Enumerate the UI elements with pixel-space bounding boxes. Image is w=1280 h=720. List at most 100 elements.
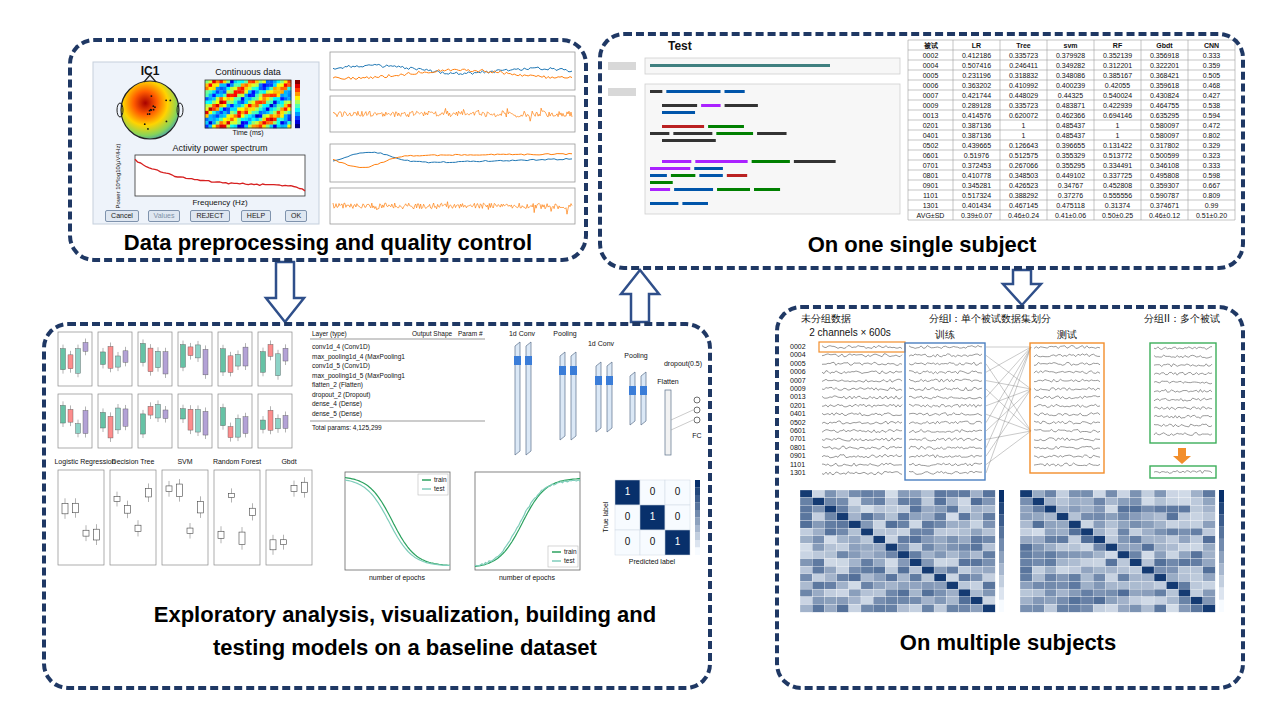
table-cell: 0.46±0.12: [1149, 212, 1180, 220]
signal-trace: [822, 362, 902, 365]
heatmap-cell: [922, 604, 934, 612]
heatmap-cell: [270, 114, 274, 118]
heatmap-cell: [237, 101, 241, 105]
table-rule: [1000, 40, 1001, 220]
matrix-value: 1: [625, 486, 631, 498]
confusion-cell: [615, 505, 640, 530]
heatmap-cell: [227, 118, 231, 122]
heatmap-cell: [252, 87, 256, 91]
heatmap-cell: [241, 90, 245, 94]
heatmap-cell: [230, 114, 234, 118]
heatmap-cell: [255, 121, 259, 125]
code-line: [650, 90, 662, 93]
code-line: [673, 132, 712, 135]
heatmap-cell: [252, 83, 256, 87]
heatmap-cell: [234, 80, 238, 84]
heatmap-cell: [248, 118, 252, 122]
code-line: [757, 132, 786, 135]
heatmap-cell: [248, 111, 252, 115]
heatmap-cell: [205, 83, 209, 87]
signal-trace: [1154, 347, 1212, 350]
heatmap-cell: [800, 582, 812, 590]
table-cell: 0.50±0.25: [1102, 212, 1133, 220]
heatmap-cell: [1044, 505, 1056, 513]
heatmap-cell: [946, 490, 958, 498]
table-rule: [1235, 40, 1236, 220]
heatmap-cell: [277, 104, 281, 108]
box: [156, 404, 161, 418]
heatmap-cell: [824, 528, 836, 536]
heatmap-cell: [946, 505, 958, 513]
heatmap-cell: [922, 513, 934, 521]
heatmap-cell: [280, 118, 284, 122]
signal-trace: [822, 413, 902, 416]
heatmap-cell: [971, 536, 983, 544]
table-cell: 0.517324: [962, 192, 991, 200]
fc-neuron: [694, 417, 700, 423]
heatmap-cell: [958, 551, 970, 559]
heatmap-cell: [837, 505, 849, 513]
code-line: [708, 125, 744, 128]
heatmap-cell: [812, 597, 824, 605]
heatmap-cell: [922, 536, 934, 544]
heatmap-cell: [983, 597, 995, 605]
heatmap-cell: [910, 589, 922, 597]
table-cell: 0.401434: [962, 202, 991, 210]
fan-line: [986, 347, 1031, 448]
heatmap-cell: [1081, 513, 1093, 521]
heatmap-cell: [983, 521, 995, 529]
heatmap-cell: [1203, 559, 1215, 567]
heatmap-cell: [861, 498, 873, 506]
heatmap-cell: [1203, 551, 1215, 559]
heatmap-cell: [252, 104, 256, 108]
heatmap-cell: [1044, 589, 1056, 597]
legend-sample: [552, 551, 561, 553]
electrode-dot: [147, 113, 149, 115]
code-line: [752, 160, 790, 163]
heatmap-cell: [910, 582, 922, 590]
table-cell: 0.400239: [1056, 82, 1085, 90]
heatmap-cell: [244, 90, 248, 94]
heatmap-cell: [248, 87, 252, 91]
box: [108, 416, 113, 438]
heatmap-cell: [219, 80, 223, 84]
heatmap-cell: [280, 80, 284, 84]
heatmap-cell: [1178, 597, 1190, 605]
colorbar-cell: [295, 96, 300, 100]
heatmap-cell: [1105, 521, 1117, 529]
heatmap-cell: [1044, 574, 1056, 582]
heatmap-cell: [219, 118, 223, 122]
heatmap-cell: [946, 574, 958, 582]
heatmap-cell: [971, 589, 983, 597]
heatmap-cell: [244, 114, 248, 118]
summary-header: Param #: [458, 330, 483, 337]
heatmap-cell: [223, 114, 227, 118]
signal-trace: [909, 362, 982, 365]
heatmap-cell: [241, 104, 245, 108]
heatmap-frame: [205, 80, 291, 128]
block-arrow: [621, 270, 659, 322]
kernel-patch: [629, 386, 636, 395]
table-cell: 1101: [923, 192, 938, 200]
signal-trace: [909, 413, 982, 416]
heatmap-cell: [898, 513, 910, 521]
feature-map: [560, 352, 565, 440]
table-cell: 1: [1022, 132, 1026, 140]
boxplot-frame: [178, 332, 212, 386]
table-cell: 0.42055: [1105, 82, 1130, 90]
colorbar-cell: [999, 490, 1004, 502]
heatmap-cell: [922, 597, 934, 605]
feature-map: [596, 362, 601, 432]
heatmap-cell: [800, 498, 812, 506]
plot-frame: [330, 188, 575, 224]
heatmap-cell: [1203, 521, 1215, 529]
heatmap-cell: [1057, 604, 1069, 612]
heatmap-cell: [216, 114, 220, 118]
dialog-button: OK: [285, 210, 307, 222]
signal-trace: [1034, 413, 1100, 416]
heatmap-cell: [234, 101, 238, 105]
heatmap-cell: [873, 498, 885, 506]
heatmap-cell: [1130, 574, 1142, 582]
heatmap-cell: [1130, 566, 1142, 574]
heatmap-cell: [1154, 528, 1166, 536]
